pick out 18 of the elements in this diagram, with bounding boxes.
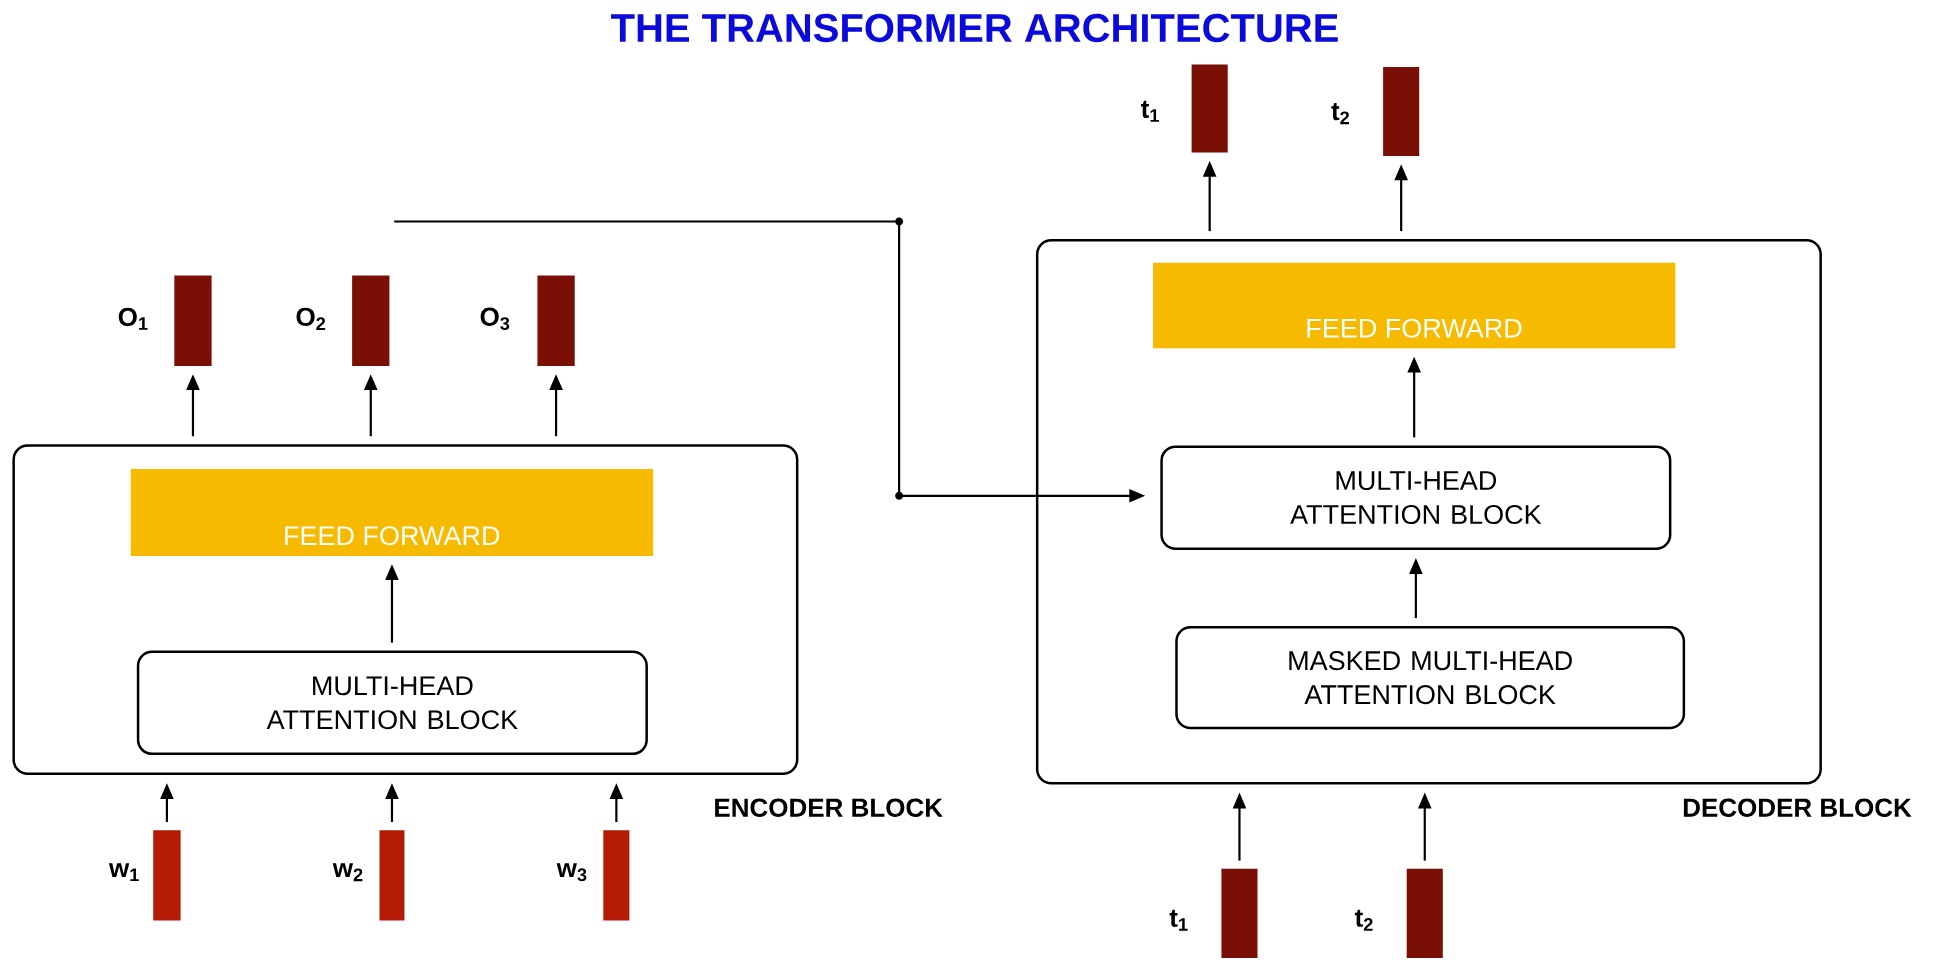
vector-label: t$_{1}$ [1169,909,1188,931]
feed-forward-box: FEED FORWARD [130,469,654,556]
vector-label: O$_{2}$ [296,307,326,330]
block-label: DECODER BLOCK [1683,798,1912,817]
attention-box: MULTI-HEAD ATTENTION BLOCK [136,650,648,756]
vector-label: t$_{1}$ [1141,100,1159,122]
vector-label: w$_{2}$ [332,863,363,882]
attention-box: MASKED MULTI-HEAD ATTENTION BLOCK [1175,626,1686,730]
vector-label: O$_{1}$ [118,307,148,330]
block-label: ENCODER BLOCK [715,798,943,817]
title: THE TRANSFORMER ARCHITECTURE [611,13,1338,43]
vector-label: w$_{3}$ [556,863,587,882]
vector-label: w$_{1}$ [108,863,139,882]
vector-label: t$_{2}$ [1354,909,1373,931]
vector-label: O$_{3}$ [480,307,510,331]
attention-box: MULTI-HEAD ATTENTION BLOCK [1160,445,1672,550]
feed-forward-box: FEED FORWARD [1153,262,1676,349]
vector-label: t$_{2}$ [1331,103,1350,125]
